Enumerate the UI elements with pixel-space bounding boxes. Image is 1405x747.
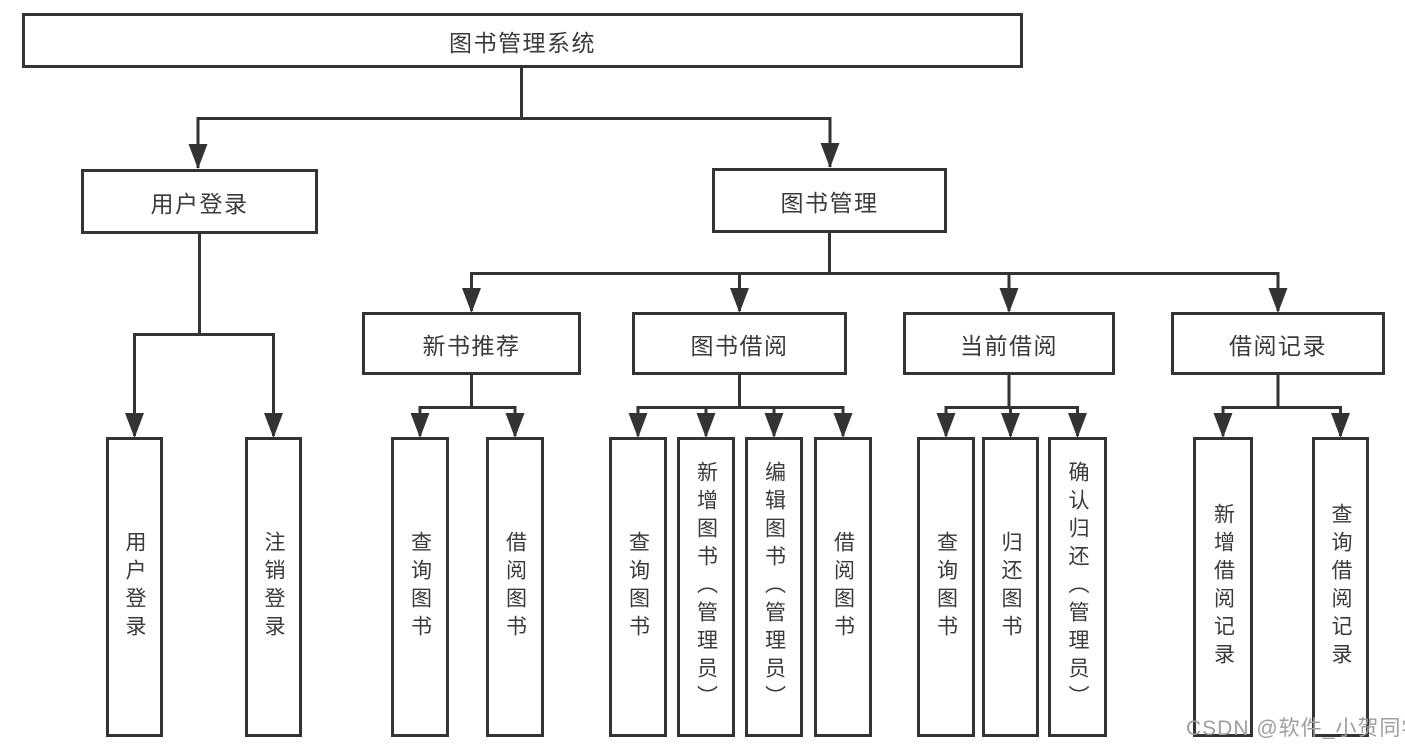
leaf-query-borrow-record: 查询借阅记录 (1312, 437, 1369, 737)
leaf-edit-books-admin-label: 编辑图书（管理员） (762, 461, 786, 713)
node-book-management-label: 图书管理 (780, 189, 879, 216)
leaf-borrow-books-1: 借阅图书 (486, 437, 544, 737)
leaf-query-books-3: 查询图书 (917, 437, 975, 737)
leaf-query-books-1-label: 查询图书 (408, 531, 432, 643)
node-book-management: 图书管理 (712, 168, 947, 233)
leaf-return-books: 归还图书 (982, 437, 1039, 737)
node-new-book-recommend: 新书推荐 (362, 312, 581, 375)
leaf-query-books-2-label: 查询图书 (626, 531, 650, 643)
leaf-query-borrow-record-label: 查询借阅记录 (1329, 503, 1352, 671)
node-borrowing-records-label: 借阅记录 (1229, 332, 1327, 359)
node-borrowing-records: 借阅记录 (1171, 312, 1385, 375)
node-current-borrowing-label: 当前借阅 (960, 332, 1058, 359)
leaf-user-login-label: 用户登录 (123, 531, 146, 643)
node-book-borrowing-label: 图书借阅 (690, 332, 789, 359)
leaf-return-books-label: 归还图书 (999, 531, 1022, 643)
node-library-system-label: 图书管理系统 (449, 29, 596, 56)
leaf-query-books-2: 查询图书 (609, 437, 667, 737)
leaf-borrow-books-2-label: 借阅图书 (831, 531, 855, 643)
node-library-system: 图书管理系统 (22, 13, 1023, 68)
leaf-add-borrow-record: 新增借阅记录 (1193, 437, 1253, 737)
leaf-borrow-books-2: 借阅图书 (814, 437, 872, 737)
node-user-login: 用户登录 (81, 169, 318, 234)
leaf-logout-label: 注销登录 (262, 531, 285, 643)
leaf-logout: 注销登录 (245, 437, 302, 737)
node-new-book-recommend-label: 新书推荐 (422, 332, 521, 359)
leaf-edit-books-admin: 编辑图书（管理员） (745, 437, 803, 737)
leaf-confirm-return-admin: 确认归还（管理员） (1048, 437, 1107, 737)
leaf-user-login: 用户登录 (106, 437, 163, 737)
node-book-borrowing: 图书借阅 (632, 312, 847, 375)
leaf-query-books-3-label: 查询图书 (934, 531, 958, 643)
node-user-login-label: 用户登录 (150, 190, 249, 217)
leaf-confirm-return-admin-label: 确认归还（管理员） (1066, 461, 1089, 713)
leaf-add-books-admin-label: 新增图书（管理员） (694, 461, 718, 713)
watermark: CSDN @软件_小贺同学 (1186, 717, 1405, 740)
arrowheads (125, 143, 1350, 438)
leaf-borrow-books-1-label: 借阅图书 (503, 531, 527, 643)
leaf-add-books-admin: 新增图书（管理员） (677, 437, 735, 737)
leaf-query-books-1: 查询图书 (391, 437, 449, 737)
leaf-add-borrow-record-label: 新增借阅记录 (1211, 503, 1235, 671)
connector-paths (133, 66, 1342, 436)
node-current-borrowing: 当前借阅 (903, 312, 1115, 375)
